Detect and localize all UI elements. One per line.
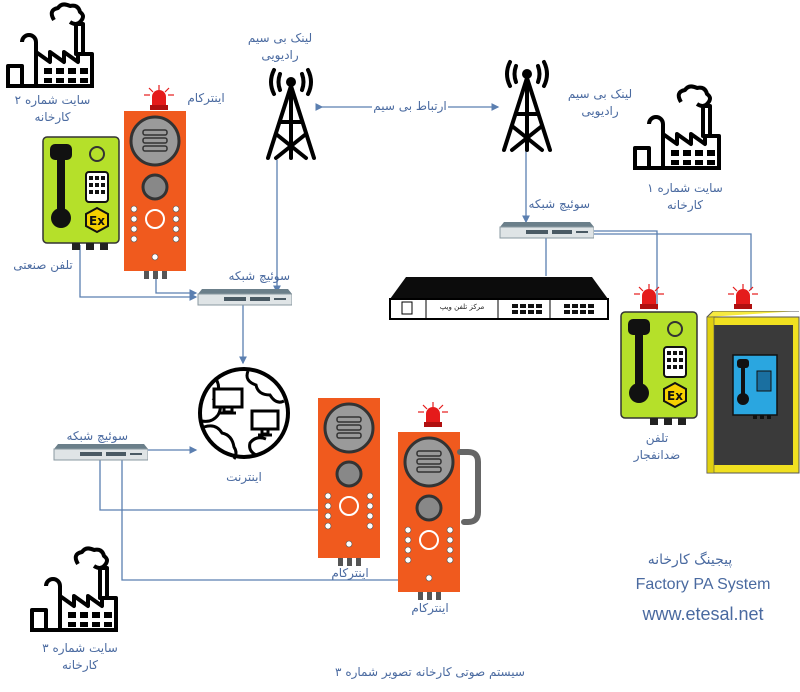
intercom-bottom xyxy=(398,432,481,600)
site2-label-line2: کارخانه xyxy=(34,110,71,124)
diagram-caption: سیستم صوتی کارخانه تصویر شماره ۳ xyxy=(335,665,525,679)
site1-label: سایت شماره ۱ کارخانه xyxy=(630,180,740,214)
beacon-icon xyxy=(634,284,664,309)
factory-icon xyxy=(6,2,94,88)
handset-icon xyxy=(457,449,481,525)
tower-right-label-line1: لینک بی سیم xyxy=(567,87,633,101)
site2-label-line1: سایت شماره ۲ xyxy=(14,93,91,107)
explosion-proof-phone-label: تلفن ضدانفجار xyxy=(622,430,692,464)
tower-right-label: لینک بی سیم رادیویی xyxy=(560,86,640,120)
radio-tower-icon xyxy=(502,60,552,152)
factory-icon xyxy=(633,84,721,170)
voip-center: مرکز تلفن ویپ xyxy=(388,275,610,321)
intercom-mid-label: اینترکام xyxy=(331,566,369,580)
factory-icon xyxy=(30,546,118,632)
wire-switch3-intercom-bottom xyxy=(121,458,398,581)
internet-globe-icon xyxy=(198,367,290,460)
site1-label-line1: سایت شماره ۱ xyxy=(647,181,723,195)
wireless-link-label: ارتباط بی سیم xyxy=(373,99,447,113)
tower-right-label-line2: رادیویی xyxy=(581,104,619,118)
ex-symbol-icon xyxy=(663,381,687,409)
brand-title-fa: پیجینگ کارخانه xyxy=(647,552,733,568)
network-switch-icon xyxy=(499,222,594,239)
voip-center-label: مرکز تلفن ویپ xyxy=(439,303,485,311)
explosion-proof-phone-label-line2: ضدانفجار xyxy=(633,448,681,462)
site3-label-line1: سایت شماره ۳ xyxy=(42,641,118,655)
intercom-top-label: اینترکام xyxy=(187,91,225,105)
network-switch-icon xyxy=(197,289,292,306)
wire-phone-switch xyxy=(79,245,198,301)
industrial-phone-label: تلفن صنعتی xyxy=(13,258,73,272)
voip-server-icon xyxy=(389,277,609,320)
svg-text:Ex: Ex xyxy=(667,389,683,403)
phone-booth xyxy=(706,311,800,474)
internet-label: اینترنت xyxy=(226,470,262,484)
beacon-icon xyxy=(728,284,758,309)
beacon-icon xyxy=(418,402,448,427)
wire-switch-booth xyxy=(592,233,752,290)
intercom-bottom-label: اینترکام xyxy=(411,601,449,615)
switch3-label: سوئیچ شبکه xyxy=(66,429,128,443)
tower-left-label: لینک بی سیم رادیویی xyxy=(240,30,320,64)
site3-label: سایت شماره ۳ کارخانه xyxy=(30,640,130,674)
radio-tower-icon xyxy=(266,68,316,160)
brand-title-en: Factory PA System xyxy=(635,576,771,593)
ex-symbol-icon xyxy=(85,206,109,234)
wire-switch3-intercom-mid xyxy=(99,458,318,511)
switch1-label: سوئیچ شبکه xyxy=(228,269,290,283)
explosion-proof-phone-label-line1: تلفن xyxy=(645,431,669,445)
handset-icon xyxy=(628,319,650,403)
intercom-mid xyxy=(318,398,380,566)
network-switch-icon xyxy=(53,444,148,461)
brand-website-link[interactable]: www.etesal.net xyxy=(642,604,764,624)
site2-label: سایت شماره ۲ کارخانه xyxy=(0,92,105,126)
tower-left-label-line1: لینک بی سیم xyxy=(247,31,313,45)
industrial-phone: Ex xyxy=(42,136,120,250)
explosion-proof-phone: Ex xyxy=(620,311,698,425)
wire-switch-exphone xyxy=(592,230,658,310)
tower-left-label-line2: رادیویی xyxy=(261,48,299,62)
beacon-icon xyxy=(144,85,174,110)
svg-text:Ex: Ex xyxy=(89,214,105,228)
handset-icon xyxy=(50,144,72,228)
handset-icon xyxy=(737,359,749,405)
site3-label-line2: کارخانه xyxy=(61,658,98,672)
switch2-label: سوئیچ شبکه xyxy=(528,197,590,211)
site1-label-line2: کارخانه xyxy=(666,198,703,212)
intercom-top xyxy=(124,111,186,279)
